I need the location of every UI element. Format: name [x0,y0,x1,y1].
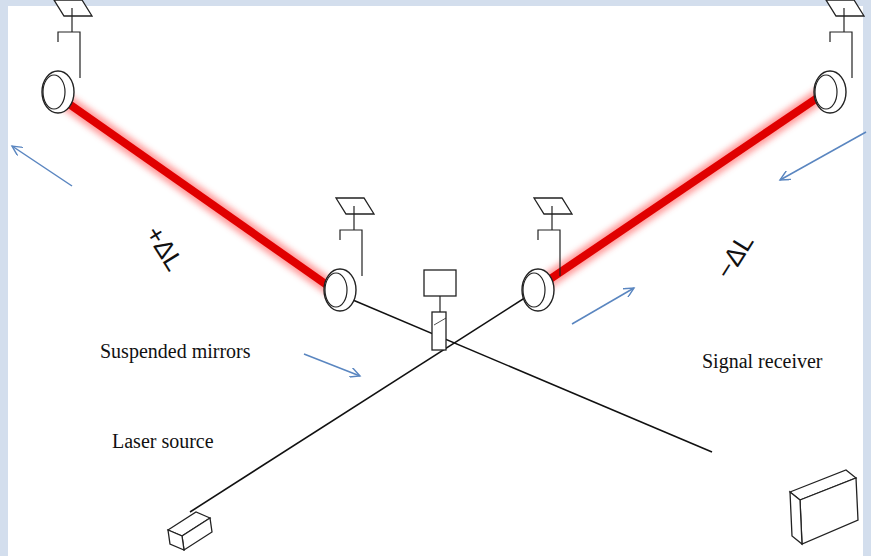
laser-box [168,512,212,550]
paper-ground [8,6,863,556]
far-right-mirror [814,0,864,113]
part-label: Suspended mirrors [100,340,251,362]
beam-splitter [424,270,456,350]
near-left-mirror [324,198,374,311]
part-label: Signal receiver [702,350,823,372]
beam-lines [190,292,712,512]
part-label: Laser source [112,430,214,452]
receiver-box [790,470,858,544]
motion-arrows [12,132,866,376]
laser-arms [52,92,826,290]
near-right-mirror [522,198,572,311]
far-left-mirror [42,0,92,113]
